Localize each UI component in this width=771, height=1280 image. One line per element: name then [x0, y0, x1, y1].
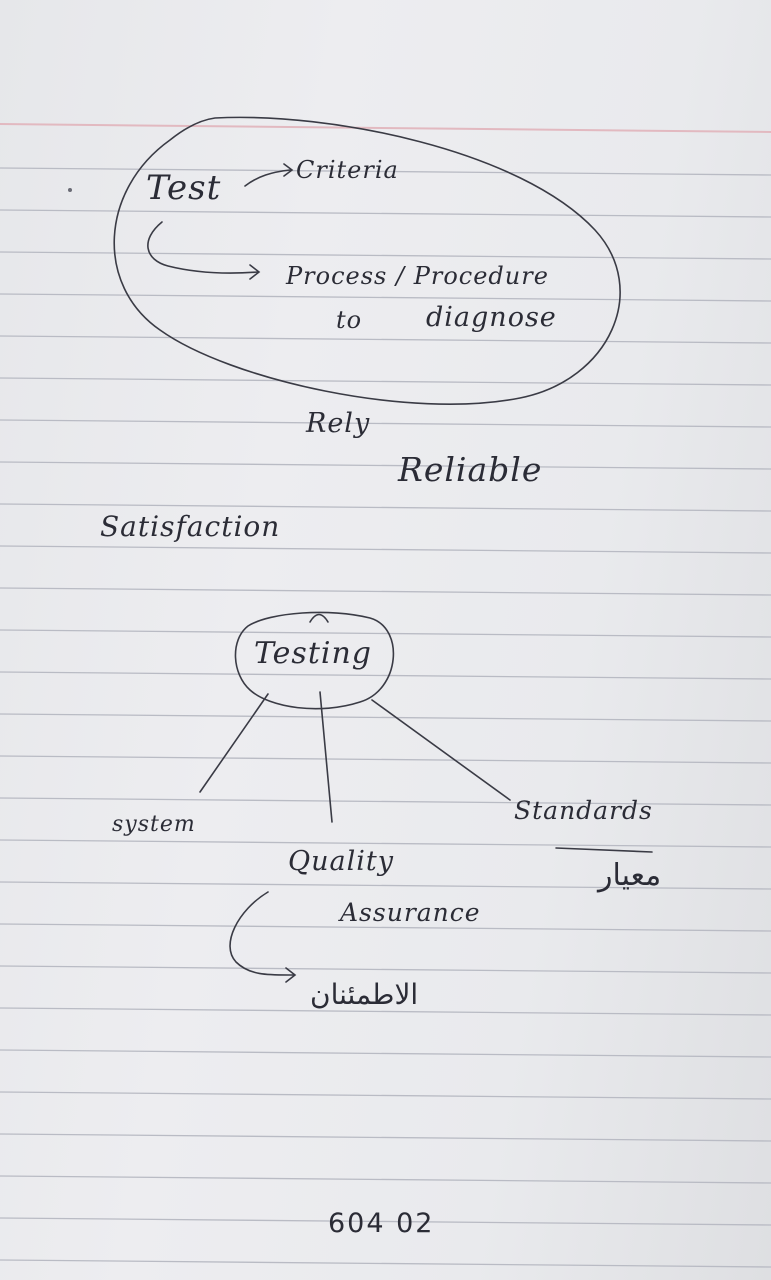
note-to: to: [336, 306, 363, 334]
rule-line: [0, 965, 771, 974]
rule-line: [0, 1217, 771, 1226]
rule-line: [0, 1091, 771, 1100]
rule-line: [0, 1007, 771, 1016]
note-criteria: Criteria: [296, 156, 399, 184]
rule-line: [0, 629, 771, 638]
page-code: 604 02: [328, 1208, 435, 1239]
rule-line: [0, 1133, 771, 1142]
note-test: Test: [146, 168, 222, 208]
note-process-procedure: Process / Procedure: [286, 262, 549, 290]
rule-line: [0, 1259, 771, 1268]
rule-line: [0, 587, 771, 596]
rule-line: [0, 797, 771, 806]
note-testing: Testing: [254, 636, 373, 671]
note-reliable: Reliable: [398, 450, 543, 489]
rule-line: [0, 755, 771, 764]
rule-line: [0, 377, 771, 386]
rule-line: [0, 881, 771, 890]
rule-line: [0, 209, 771, 218]
rule-line: [0, 545, 771, 554]
rule-line: [0, 503, 771, 512]
rule-line: [0, 923, 771, 932]
rule-line: [0, 1049, 771, 1058]
rule-line: [0, 293, 771, 302]
note-satisfaction: Satisfaction: [100, 510, 281, 543]
note-arabic-standard: معيار: [598, 858, 662, 893]
note-arabic-assurance: الاطمئنان: [310, 978, 419, 1011]
note-system: system: [112, 812, 196, 837]
rule-line: [0, 335, 771, 344]
rule-line: [0, 839, 771, 848]
note-rely: Rely: [306, 408, 371, 439]
rule-line: [0, 419, 771, 428]
note-assurance: Assurance: [340, 898, 481, 927]
rule-line: [0, 713, 771, 722]
rule-line: [0, 1175, 771, 1184]
rule-line: [0, 251, 771, 260]
rule-line: [0, 461, 771, 470]
note-quality: Quality: [288, 846, 394, 877]
rule-line: [0, 671, 771, 680]
note-diagnose: diagnose: [426, 302, 557, 333]
top-margin-line: [0, 123, 771, 133]
note-standards: Standards: [514, 796, 653, 825]
